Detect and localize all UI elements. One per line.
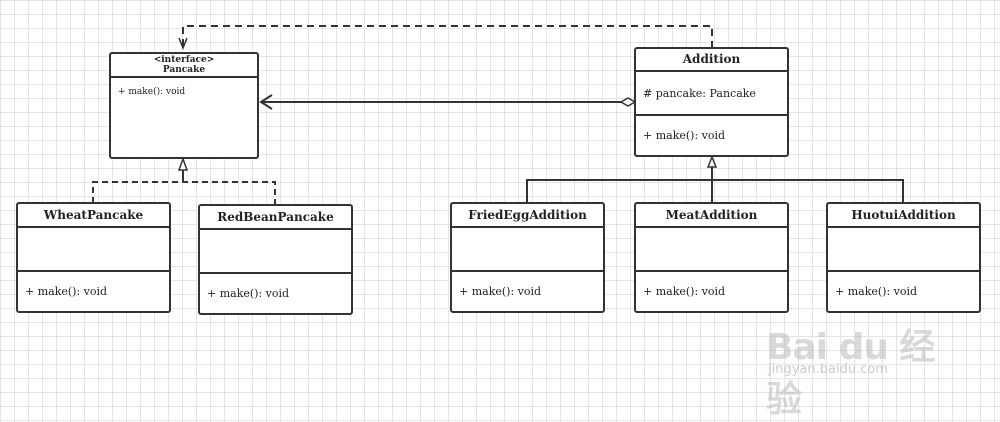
friedegg-addition-attributes <box>452 228 603 272</box>
meat-addition-header: MeatAddition <box>636 204 787 228</box>
meat-addition-operation: + make(): void <box>643 285 726 298</box>
meat-addition-class-box: MeatAddition + make(): void <box>634 202 789 313</box>
wheat-pancake-operations: + make(): void <box>18 272 169 311</box>
meat-addition-name: MeatAddition <box>665 208 758 222</box>
friedegg-addition-header: FriedEggAddition <box>452 204 603 228</box>
huotui-addition-operations: + make(): void <box>828 272 979 311</box>
pancake-operations: + make(): void <box>111 78 257 97</box>
wheat-pancake-header: WheatPancake <box>18 204 169 228</box>
huotui-addition-class-box: HuotuiAddition + make(): void <box>826 202 981 313</box>
addition-header: Addition <box>636 49 787 72</box>
redbean-pancake-header: RedBeanPancake <box>200 206 351 230</box>
wheat-pancake-name: WheatPancake <box>43 208 144 222</box>
meat-addition-attributes <box>636 228 787 272</box>
meat-addition-operations: + make(): void <box>636 272 787 311</box>
huotui-addition-header: HuotuiAddition <box>828 204 979 228</box>
baidu-jingyan-watermark: Bai du 经验 jingyan.baidu.com <box>766 318 956 420</box>
addition-operations: + make(): void <box>636 116 787 155</box>
pancake-name: Pancake <box>162 65 206 75</box>
friedegg-addition-name: FriedEggAddition <box>468 208 587 222</box>
aggregation-diamond <box>619 97 637 107</box>
pancake-header: <interface> Pancake <box>111 54 257 78</box>
addition-realization-arrowhead <box>178 37 188 51</box>
pancake-interface-box: <interface> Pancake + make(): void <box>109 52 259 159</box>
redbean-pancake-operation: + make(): void <box>207 287 290 300</box>
aggregation-arrowhead <box>259 94 273 110</box>
addition-class-box: Addition # pancake: Pancake + make(): vo… <box>634 47 789 157</box>
redbean-pancake-operations: + make(): void <box>200 274 351 313</box>
redbean-pancake-class-box: RedBeanPancake + make(): void <box>198 204 353 315</box>
addition-attribute: # pancake: Pancake <box>643 86 756 100</box>
pancake-stereotype: <interface> <box>153 55 215 65</box>
redbean-pancake-name: RedBeanPancake <box>217 210 334 224</box>
uml-diagram-canvas: <interface> Pancake + make(): void Addit… <box>16 25 981 420</box>
addition-name: Addition <box>682 52 741 66</box>
huotui-addition-operation: + make(): void <box>835 285 918 298</box>
pancake-operation: + make(): void <box>118 87 186 97</box>
wheat-pancake-attributes <box>18 228 169 272</box>
friedegg-addition-operations: + make(): void <box>452 272 603 311</box>
friedegg-addition-class-box: FriedEggAddition + make(): void <box>450 202 605 313</box>
wheat-pancake-class-box: WheatPancake + make(): void <box>16 202 171 313</box>
watermark-url: jingyan.baidu.com <box>768 362 888 377</box>
addition-realization-line <box>182 25 713 48</box>
huotui-addition-attributes <box>828 228 979 272</box>
addition-attributes: # pancake: Pancake <box>636 72 787 116</box>
huotui-addition-name: HuotuiAddition <box>851 208 956 222</box>
wheat-pancake-operation: + make(): void <box>25 285 108 298</box>
addition-inheritance-arrowhead <box>706 154 718 168</box>
addition-operation: + make(): void <box>643 129 726 142</box>
pancake-realization-arrowhead <box>177 156 189 171</box>
friedegg-addition-operation: + make(): void <box>459 285 542 298</box>
addition-inheritance-tree <box>526 179 904 203</box>
redbean-pancake-attributes <box>200 230 351 274</box>
